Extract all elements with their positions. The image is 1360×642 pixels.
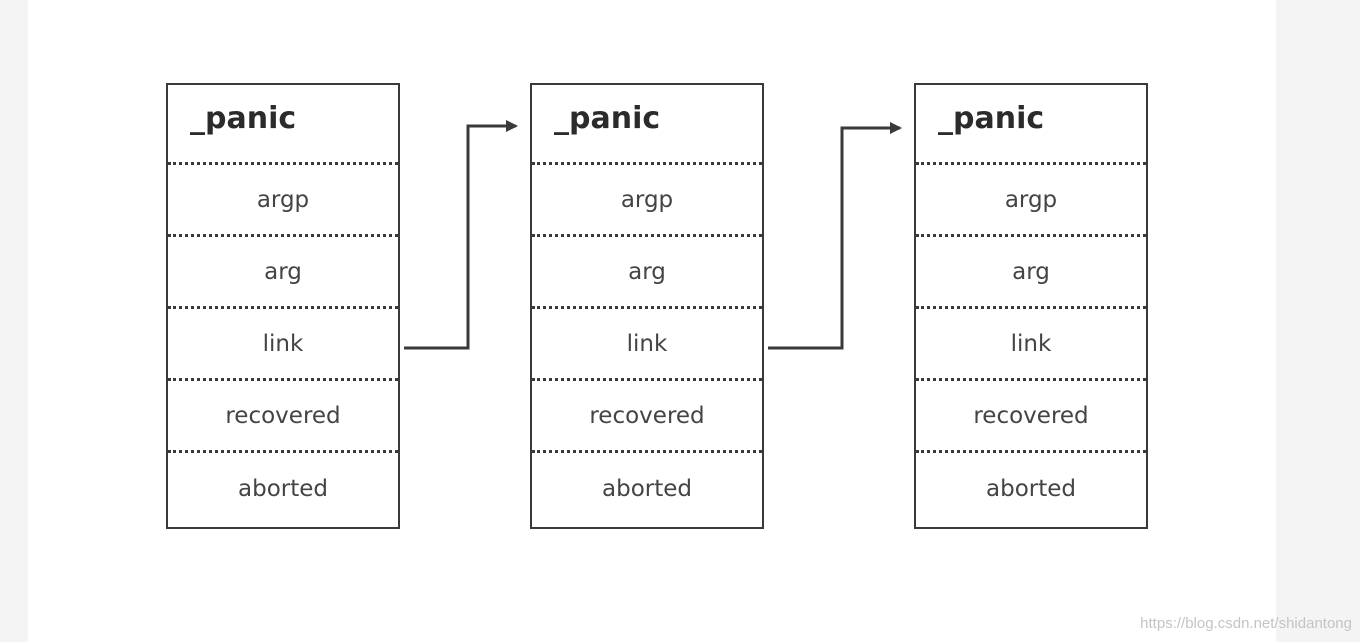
field-link: link (916, 309, 1146, 381)
field-arg: arg (168, 237, 398, 309)
field-argp: argp (916, 165, 1146, 237)
watermark-text: https://blog.csdn.net/shidantong (1140, 615, 1352, 632)
field-recovered: recovered (168, 381, 398, 453)
field-recovered: recovered (916, 381, 1146, 453)
field-link: link (532, 309, 762, 381)
field-aborted: aborted (986, 476, 1076, 502)
panic-struct-3: _panic argp arg link recovered aborted (914, 83, 1148, 529)
field-recovered: recovered (532, 381, 762, 453)
panic-struct-2: _panic argp arg link recovered aborted (530, 83, 764, 529)
field-aborted: aborted (602, 476, 692, 502)
field-aborted: aborted (238, 476, 328, 502)
struct-title: _panic (532, 85, 762, 165)
field-argp: argp (168, 165, 398, 237)
struct-title: _panic (916, 85, 1146, 165)
field-arg: arg (916, 237, 1146, 309)
field-arg: arg (532, 237, 762, 309)
panic-struct-1: _panic argp arg link recovered aborted (166, 83, 400, 529)
field-link: link (168, 309, 398, 381)
struct-title: _panic (168, 85, 398, 165)
field-argp: argp (532, 165, 762, 237)
